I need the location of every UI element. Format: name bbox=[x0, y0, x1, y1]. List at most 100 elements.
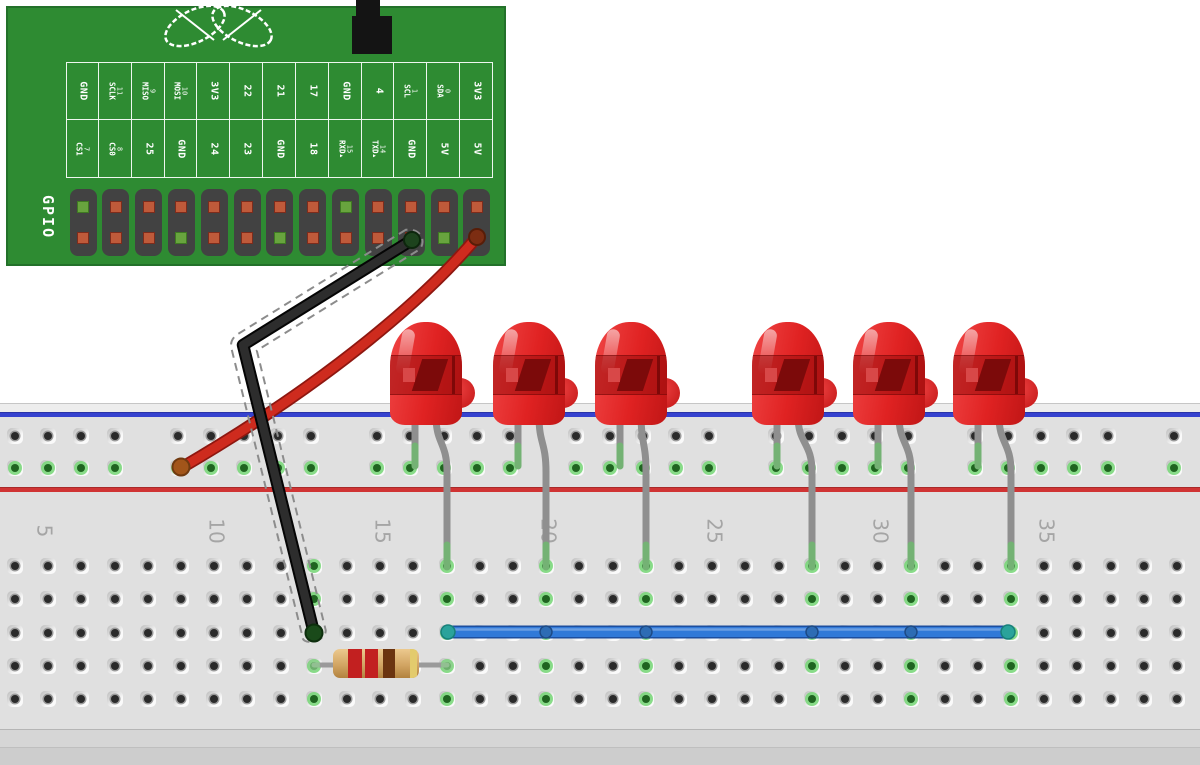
breadboard-hole bbox=[837, 591, 853, 607]
gpio-pin[interactable] bbox=[372, 232, 385, 244]
gpio-pin[interactable] bbox=[306, 232, 319, 244]
rail-hole-connected bbox=[269, 460, 286, 476]
breadboard-hole bbox=[837, 625, 853, 641]
gpio-pin-green[interactable] bbox=[273, 232, 286, 244]
rail-hole bbox=[668, 428, 684, 444]
breadboard-hole bbox=[372, 591, 389, 607]
breadboard-hole bbox=[471, 591, 488, 607]
gpio-pin[interactable] bbox=[470, 232, 483, 244]
breadboard-hole bbox=[505, 591, 521, 607]
rail-hole-connected bbox=[203, 460, 220, 476]
rail-hole bbox=[1066, 428, 1083, 444]
red-led[interactable] bbox=[390, 322, 462, 425]
breadboard-hole bbox=[737, 591, 754, 607]
breadboard-hole bbox=[1036, 625, 1053, 641]
rail-hole bbox=[834, 428, 850, 444]
rail-hole-connected bbox=[402, 460, 419, 476]
column-number-label: 25 bbox=[702, 518, 727, 544]
gpio-pin[interactable] bbox=[372, 201, 385, 213]
breadboard-hole bbox=[870, 691, 887, 707]
rail-hole-connected bbox=[73, 460, 90, 476]
breadboard-hole bbox=[1102, 558, 1119, 574]
breadboard-hole bbox=[471, 558, 488, 574]
hole-connected bbox=[538, 658, 555, 674]
header-slot bbox=[200, 189, 228, 256]
breadboard-hole bbox=[1135, 625, 1152, 641]
hole-connected bbox=[637, 658, 654, 674]
rail-hole-connected bbox=[900, 460, 917, 476]
pin-label-cell: GND bbox=[66, 62, 99, 120]
breadboard-hole bbox=[239, 691, 256, 707]
gpio-pin[interactable] bbox=[208, 201, 221, 213]
gpio-pin-green[interactable] bbox=[175, 232, 188, 244]
red-led[interactable] bbox=[493, 322, 565, 425]
gpio-pin-green[interactable] bbox=[438, 232, 451, 244]
breadboard-hole bbox=[737, 625, 754, 641]
rail-hole bbox=[106, 428, 123, 444]
breadboard-hole bbox=[1169, 591, 1185, 607]
red-led[interactable] bbox=[853, 322, 925, 425]
gpio-pin[interactable] bbox=[142, 201, 155, 213]
resistor-220ohm[interactable] bbox=[333, 649, 419, 678]
column-number-label: 5 bbox=[32, 524, 57, 538]
hole-connected bbox=[1003, 658, 1019, 674]
breadboard-hole bbox=[671, 591, 687, 607]
gpio-pin[interactable] bbox=[405, 232, 418, 244]
breadboard-hole bbox=[173, 658, 189, 674]
hole-connected bbox=[903, 558, 920, 574]
gpio-pin[interactable] bbox=[109, 232, 122, 244]
gpio-pin[interactable] bbox=[208, 232, 221, 244]
gpio-pin-green[interactable] bbox=[339, 201, 352, 213]
breadboard-hole bbox=[40, 591, 57, 607]
gpio-pin[interactable] bbox=[438, 201, 451, 213]
gpio-pin[interactable] bbox=[470, 201, 483, 213]
breadboard-hole bbox=[704, 691, 721, 707]
gpio-pin[interactable] bbox=[273, 201, 286, 213]
rail-hole bbox=[7, 428, 23, 444]
rail-hole bbox=[601, 428, 618, 444]
hole-connected bbox=[305, 691, 322, 707]
pin-label-cell: 22 bbox=[230, 62, 264, 120]
gpio-pin-green[interactable] bbox=[77, 201, 89, 213]
header-slot bbox=[266, 189, 294, 256]
gpio-pin[interactable] bbox=[306, 201, 319, 213]
rail-hole bbox=[568, 428, 585, 444]
breadboard-hole bbox=[1069, 558, 1086, 574]
red-led[interactable] bbox=[953, 322, 1025, 425]
gpio-pin[interactable] bbox=[77, 232, 89, 244]
breadboard-hole bbox=[7, 591, 23, 607]
gpio-pin[interactable] bbox=[405, 201, 418, 213]
rail-hole bbox=[302, 428, 319, 444]
breadboard-hole bbox=[969, 658, 986, 674]
rail-hole-connected bbox=[767, 460, 784, 476]
gpio-pin[interactable] bbox=[241, 232, 254, 244]
pin-label-cell: 18 bbox=[295, 120, 329, 178]
breadboard-hole bbox=[1102, 625, 1119, 641]
breadboard-hole bbox=[505, 558, 521, 574]
breadboard-hole bbox=[139, 625, 156, 641]
gpio-pin[interactable] bbox=[142, 232, 155, 244]
rail-hole-connected bbox=[867, 460, 884, 476]
breadboard-hole bbox=[1036, 658, 1053, 674]
hole-connected bbox=[903, 625, 920, 641]
raspberry-pi-logo-icon bbox=[164, 4, 273, 48]
breadboard-hole bbox=[770, 658, 787, 674]
gpio-pin[interactable] bbox=[339, 232, 352, 244]
column-number-label: 30 bbox=[868, 518, 893, 544]
column-number-label: 20 bbox=[536, 518, 561, 544]
gpio-pin[interactable] bbox=[175, 201, 188, 213]
breadboard-hole bbox=[1069, 591, 1086, 607]
gpio-pin[interactable] bbox=[109, 201, 122, 213]
breadboard-hole bbox=[1169, 691, 1185, 707]
gpio-pin[interactable] bbox=[241, 201, 254, 213]
red-led[interactable] bbox=[595, 322, 667, 425]
header-slot bbox=[299, 189, 327, 256]
header-slot bbox=[463, 189, 491, 256]
red-led[interactable] bbox=[752, 322, 824, 425]
hole-connected bbox=[538, 625, 555, 641]
